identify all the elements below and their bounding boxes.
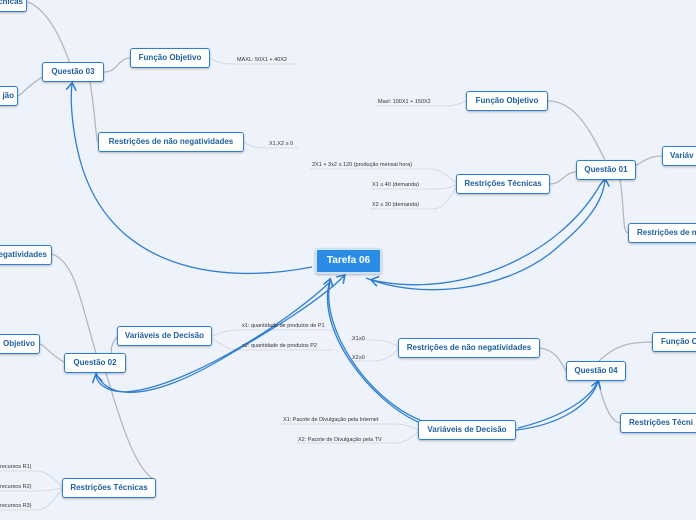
leaf-q02-restricao-3: recursos R3) [0, 503, 32, 509]
topic-q03-restricoes-nao-negatividades[interactable]: Restrições de não negatividades [98, 132, 244, 152]
topic-q04-restricoes-nao-negatividades[interactable]: Restrições de não negatividades [398, 338, 540, 358]
topic-questao-02[interactable]: Questão 02 [64, 353, 126, 373]
topic-q04-cut-funcao[interactable]: Função O [652, 332, 696, 352]
central-topic[interactable]: Tarefa 06 [315, 248, 382, 274]
topic-q03-cut-top[interactable]: cnicas [0, 0, 27, 12]
leaf-q02-restricao-1: recursos R1) [0, 464, 32, 470]
topic-q01-cut-restricoes[interactable]: Restrições de n [628, 223, 696, 243]
leaf-q01-restricao-3: X2 ≤ 30 (demanda) [372, 202, 420, 208]
leaf-q01-funcao: Maxl: 100X1 + 150X2 [378, 99, 431, 105]
topic-questao-01[interactable]: Questão 01 [576, 160, 636, 180]
topic-q02-variaveis-decisao[interactable]: Variáveis de Decisão [117, 326, 212, 346]
leaf-q03-funcao: MAXL: 50X1 + 40X2 [237, 57, 287, 63]
leaf-q02-variavel-2: x2: quantidade de produtos P2 [242, 343, 317, 349]
leaf-q04-variavel-1: X1: Pacote de Divulgação pela Internet [283, 417, 379, 423]
topic-q03-cut-left[interactable]: jão [0, 86, 18, 106]
leaf-q04-restricao-nn-2: X2≥0 [352, 355, 365, 361]
topic-q01-funcao-objetivo[interactable]: Função Objetivo [466, 91, 548, 111]
topic-q01-cut-variaveis[interactable]: Variáv [662, 146, 696, 166]
topic-questao-04[interactable]: Questão 04 [566, 361, 626, 381]
leaf-q01-restricao-2: X1 ≤ 40 (demanda) [372, 182, 420, 188]
topic-q02-restricoes-tecnicas[interactable]: Restrições Técnicas [62, 478, 156, 498]
leaf-q03-restricoes-nn: X1,X2 ≥ 0 [269, 141, 294, 147]
leaf-q01-restricao-1: 2X1 + 3x2 ≤ 120 (produção mensal hora) [312, 162, 413, 168]
topic-q03-funcao-objetivo[interactable]: Função Objetivo [130, 48, 210, 68]
topic-q04-cut-restricoes[interactable]: Restrições Técni [620, 413, 696, 433]
topic-questao-03[interactable]: Questão 03 [42, 62, 104, 82]
leaf-q04-variavel-2: X2: Pacote de Divulgação pela TV [298, 437, 382, 443]
topic-q01-restricoes-tecnicas[interactable]: Restrições Técnicas [456, 174, 550, 194]
leaf-q04-restricao-nn-1: X1≥0 [352, 336, 365, 342]
leaf-q02-restricao-2: recursos R2) [0, 484, 32, 490]
topic-q04-variaveis-decisao[interactable]: Variáveis de Decisão [418, 420, 516, 440]
leaf-q02-variavel-1: x1: quantidade de produtos de P1 [242, 323, 325, 329]
topic-q02-cut-negatividades[interactable]: egatividades [0, 245, 52, 265]
topic-q02-cut-objetivo[interactable]: Objetivo [0, 334, 40, 354]
